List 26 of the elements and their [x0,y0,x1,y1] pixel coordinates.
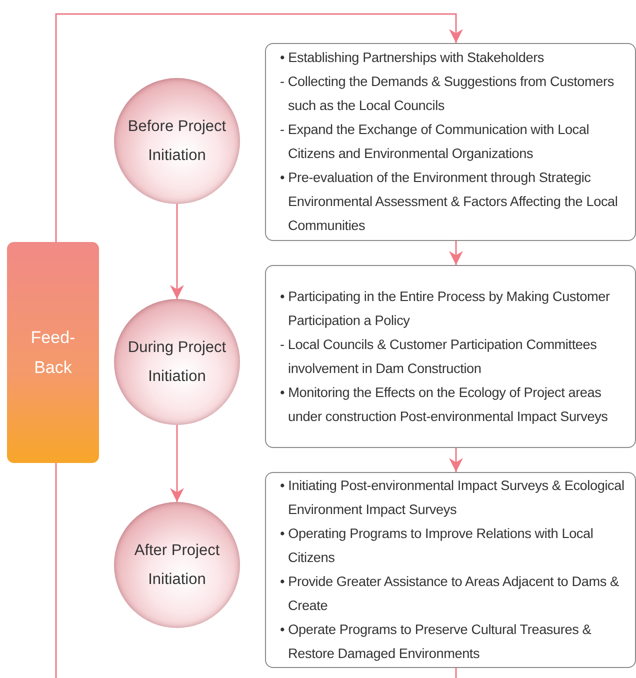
bullet-item: - Collecting the Demands & Suggestions from Customers such as the Local Councils [280,73,615,115]
arrow [55,13,463,242]
arrow [449,241,463,265]
bullet-item: • Participating in the Entire Process by Making Customer Participation a Policy [280,288,611,330]
activity-card [265,265,636,448]
bullet-item: • Provide Greater Assistance to Areas Adjacent to Dams & Create [280,573,620,615]
stage-label: After Project Initiation [133,541,221,590]
arrow [449,448,463,472]
bullet-item: • Initiating Post-environmental Impact Surveys & Ecological Environment Impact Surveys [280,477,626,519]
activity-card [265,472,636,668]
bullet-item: - Expand the Exchange of Communication with Local Citizens and Environmental Organizations [280,121,590,163]
bullet-item: • Operating Programs to Improve Relations with Local Citizens [280,525,594,567]
bullet-item: • Monitoring the Effects on the Ecology of Project areas under construction Post-environmental Impact Surveys [280,384,609,426]
bullet-item: • Pre-evaluation of the Environment through Strategic Environmental Assessment & Factors Affecting the Local Communities [280,169,619,235]
feedback-label: Feed-Back [30,326,76,378]
bullet-item: • Establishing Partnerships with Stakeholders [280,49,545,67]
connector-line [455,668,457,678]
stage-label: Before Project Initiation [126,117,228,166]
connector-line [55,463,57,678]
feedback-bar [7,242,99,463]
arrow [170,425,184,502]
stage-label: During Project Initiation [126,338,228,387]
activity-card [265,43,636,241]
bullet-item: - Local Councils & Customer Participation Committees involvement in Dam Construction [280,336,598,378]
bullet-item: • Operate Programs to Preserve Cultural Treasures & Restore Damaged Environments [280,621,592,663]
arrow [170,204,184,299]
